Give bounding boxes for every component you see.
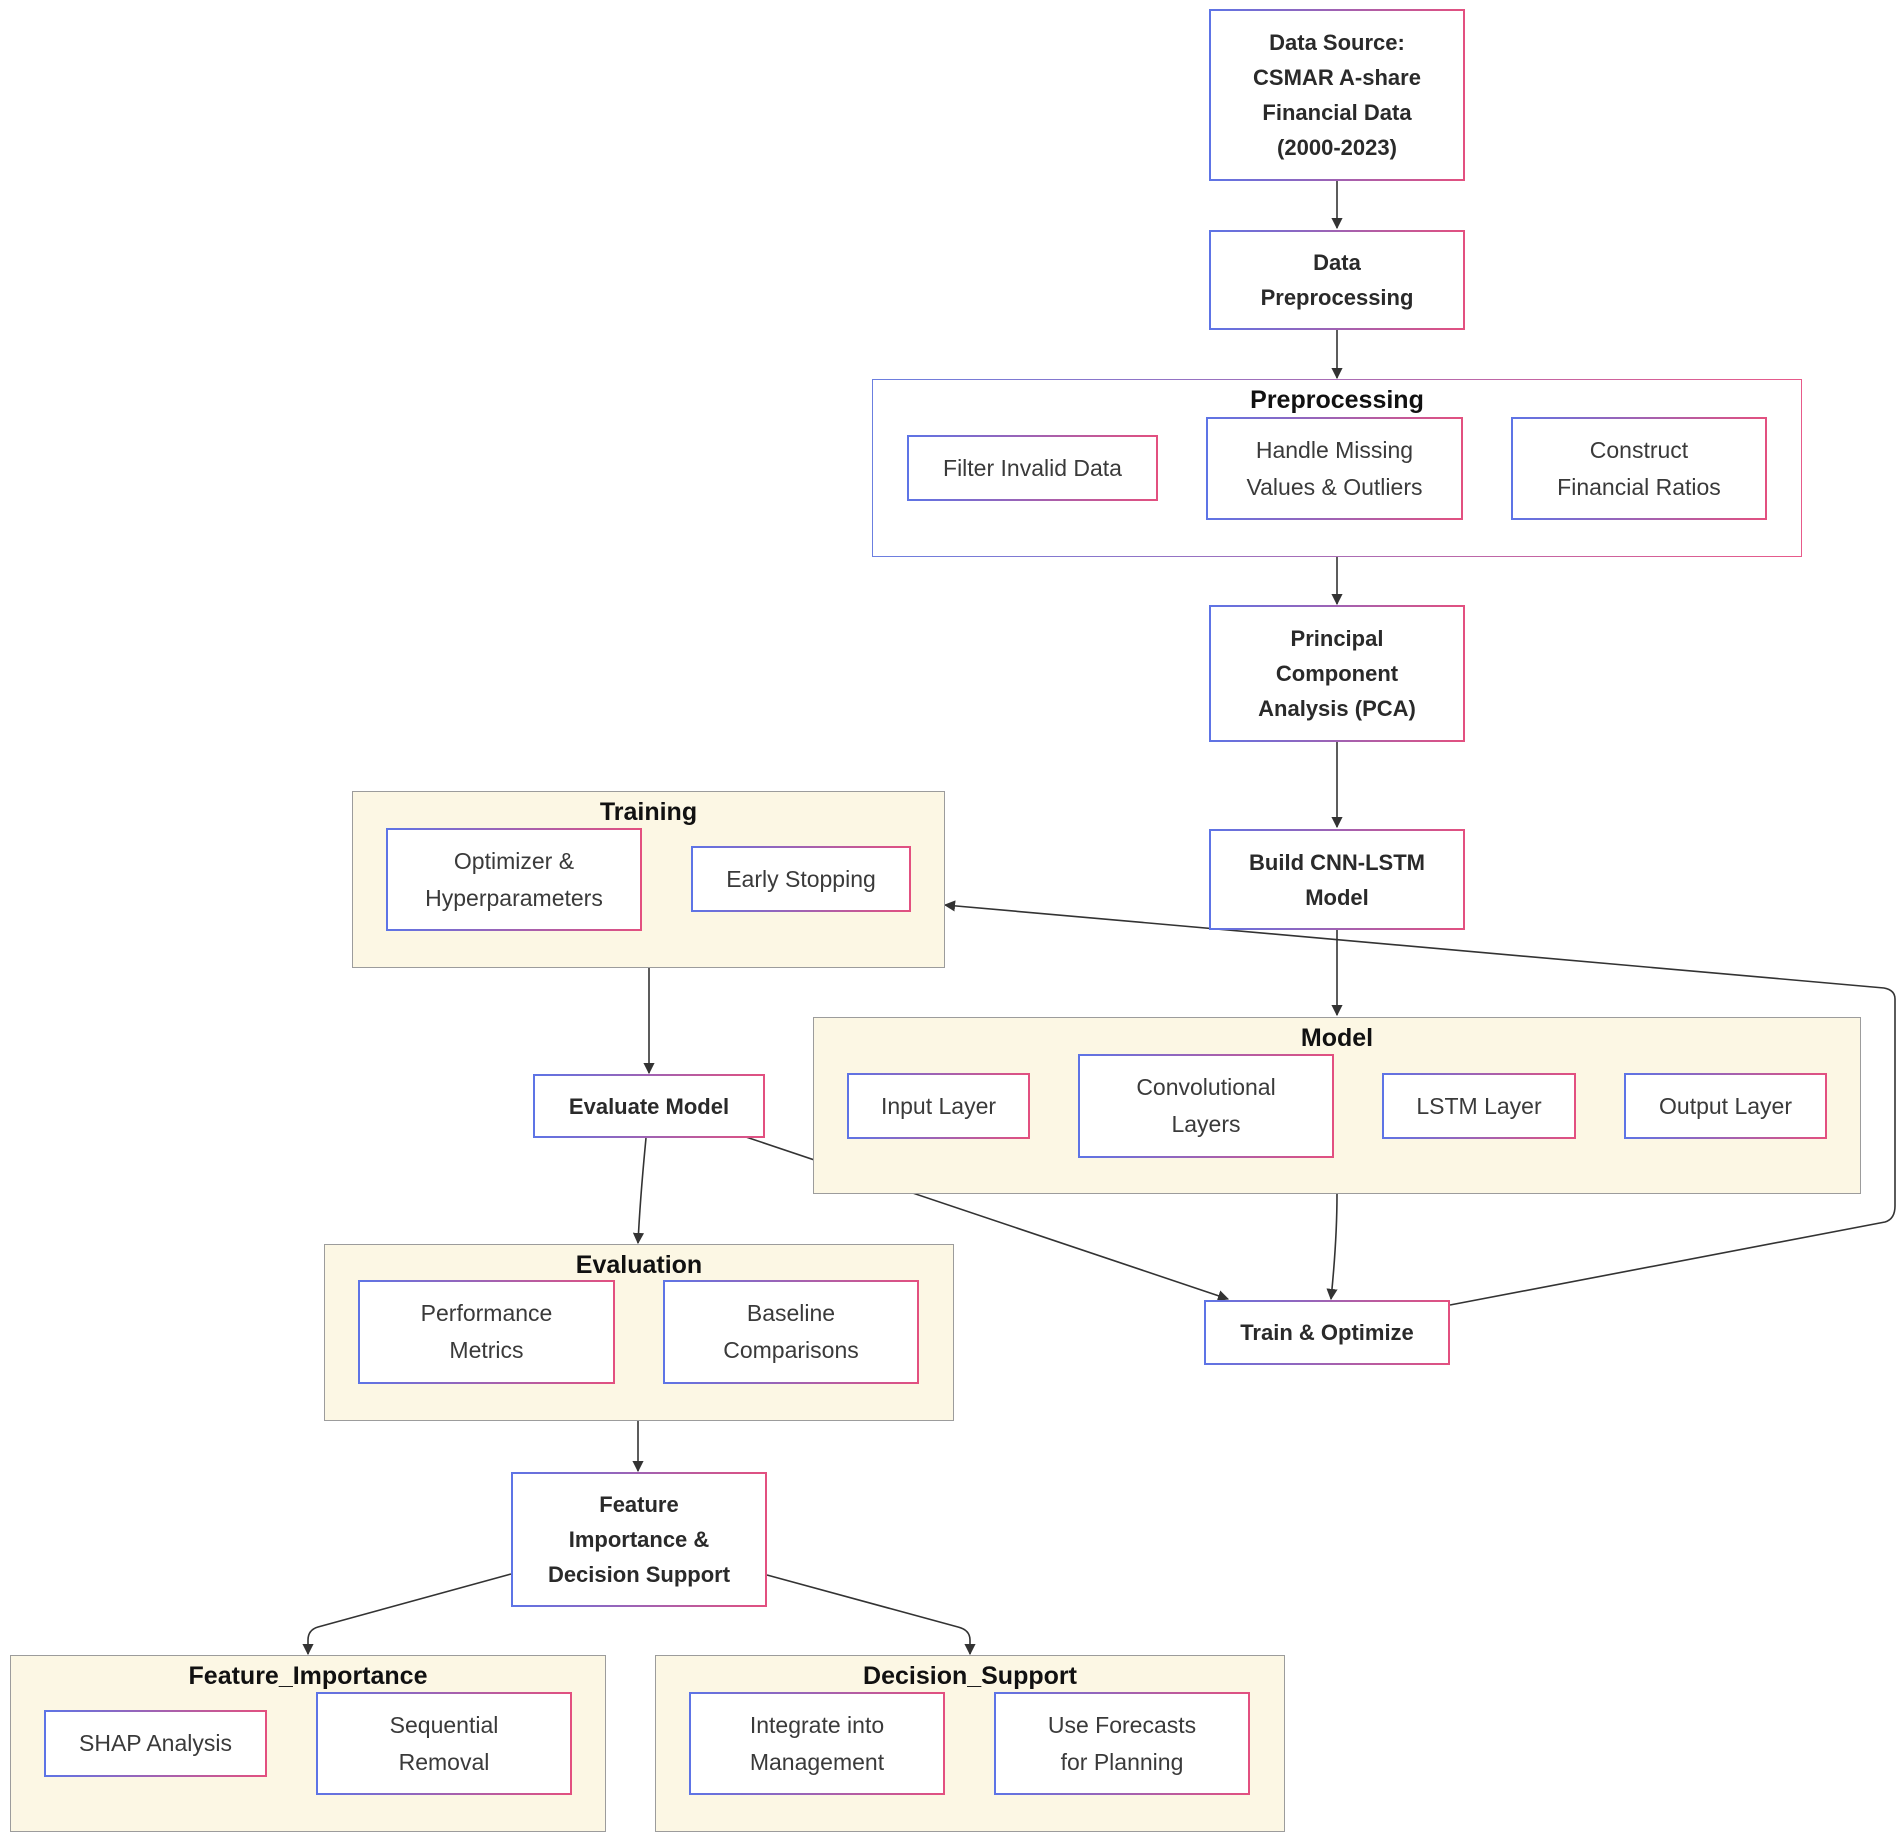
data-preprocessing-label: Data Preprocessing	[1260, 250, 1414, 310]
data-preprocessing-node: Data Preprocessing	[1209, 230, 1465, 330]
evaluate-model-node: Evaluate Model	[533, 1074, 765, 1138]
train-optimize-node: Train & Optimize	[1204, 1300, 1450, 1365]
sequential-removal-label: Sequential Removal	[389, 1711, 499, 1775]
handle-missing-values-node: Handle Missing Values & Outliers	[1206, 417, 1463, 520]
evaluation-group-title: Evaluation	[575, 1251, 703, 1279]
optimizer-hyperparameters-node: Optimizer & Hyperparameters	[386, 828, 642, 931]
shap-analysis-node: SHAP Analysis	[44, 1710, 267, 1777]
optimizer-hyperparameters-label: Optimizer & Hyperparameters	[425, 847, 603, 911]
use-forecasts-label: Use Forecasts for Planning	[1047, 1711, 1197, 1775]
convolutional-layers-node: Convolutional Layers	[1078, 1054, 1334, 1158]
train-optimize-label: Train & Optimize	[1240, 1320, 1414, 1345]
early-stopping-node: Early Stopping	[691, 846, 911, 912]
build-model-node: Build CNN-LSTM Model	[1209, 829, 1465, 930]
feature-decision-label: Feature Importance & Decision Support	[547, 1492, 731, 1587]
preprocessing-group-title: Preprocessing	[1250, 386, 1424, 414]
construct-ratios-label: Construct Financial Ratios	[1557, 436, 1721, 500]
edge-feature-to-importance	[302, 1573, 512, 1656]
evaluate-model-label: Evaluate Model	[568, 1093, 730, 1119]
input-layer-node: Input Layer	[847, 1073, 1030, 1139]
convolutional-layers-label: Convolutional Layers	[1136, 1074, 1276, 1137]
build-model-label: Build CNN-LSTM Model	[1249, 849, 1425, 910]
data-source-label: Data Source: CSMAR A-share Financial Dat…	[1253, 30, 1421, 160]
sequential-removal-node: Sequential Removal	[316, 1692, 572, 1795]
input-layer-label: Input Layer	[880, 1092, 997, 1119]
output-layer-label: Output Layer	[1659, 1092, 1792, 1119]
early-stopping-label: Early Stopping	[726, 865, 876, 892]
integrate-management-node: Integrate into Management	[689, 1692, 945, 1795]
use-forecasts-node: Use Forecasts for Planning	[994, 1692, 1250, 1795]
lstm-layer-label: LSTM Layer	[1416, 1092, 1542, 1119]
filter-invalid-data-label: Filter Invalid Data	[943, 454, 1122, 481]
feature-importance-group-title: Feature_Importance	[188, 1662, 428, 1690]
baseline-comparisons-node: Baseline Comparisons	[663, 1280, 919, 1384]
lstm-layer-node: LSTM Layer	[1382, 1073, 1576, 1139]
filter-invalid-data-node: Filter Invalid Data	[907, 435, 1158, 501]
handle-missing-values-label: Handle Missing Values & Outliers	[1246, 436, 1423, 500]
edge-evaluate-to-evaluation	[632, 1137, 647, 1245]
data-source-node: Data Source: CSMAR A-share Financial Dat…	[1209, 9, 1465, 181]
integrate-management-label: Integrate into Management	[749, 1711, 885, 1775]
performance-metrics-label: Performance Metrics	[420, 1300, 553, 1363]
shap-analysis-label: SHAP Analysis	[79, 1730, 232, 1756]
model-group-title: Model	[1300, 1024, 1374, 1052]
edge-feature-to-decision	[766, 1574, 976, 1656]
edge-model-to-train	[1326, 1193, 1338, 1301]
training-group-title: Training	[599, 798, 698, 826]
pca-node: Principal Component Analysis (PCA)	[1209, 605, 1465, 742]
pca-label: Principal Component Analysis (PCA)	[1258, 626, 1416, 721]
baseline-comparisons-label: Baseline Comparisons	[723, 1300, 859, 1363]
decision-support-group-title: Decision_Support	[863, 1662, 1077, 1690]
feature-decision-node: Feature Importance & Decision Support	[511, 1472, 767, 1607]
output-layer-node: Output Layer	[1624, 1073, 1827, 1139]
performance-metrics-node: Performance Metrics	[358, 1280, 615, 1384]
construct-ratios-node: Construct Financial Ratios	[1511, 417, 1767, 520]
